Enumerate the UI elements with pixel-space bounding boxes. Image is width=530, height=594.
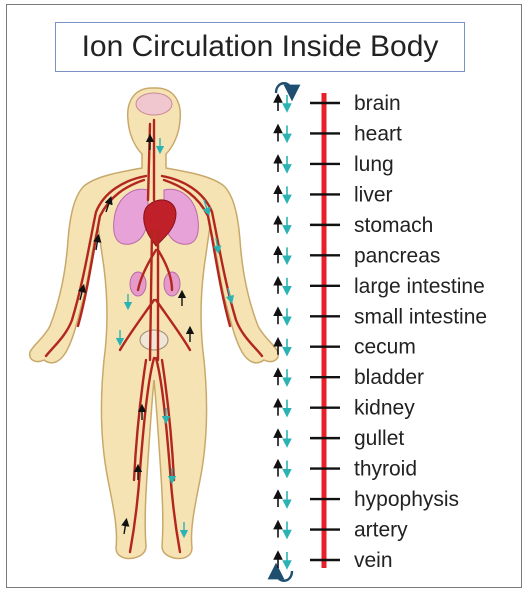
organ-label: bladder — [354, 366, 424, 389]
organ-label: large intestine — [354, 275, 485, 298]
organ-label: thyroid — [354, 458, 417, 481]
organ-rows: brain heart lung liver stomach pancreas large … — [278, 92, 487, 572]
bladder-shape — [140, 330, 168, 350]
organ-label: kidney — [354, 397, 415, 420]
organ-label: brain — [354, 92, 401, 115]
organ-label: heart — [354, 122, 402, 145]
organ-label: artery — [354, 519, 408, 542]
human-body-illustration — [30, 88, 279, 559]
organ-label: gullet — [354, 427, 404, 450]
bottom-loop-arrow-icon — [276, 571, 292, 581]
organ-label: stomach — [354, 214, 433, 237]
brain-shape — [136, 93, 172, 115]
organ-label: vein — [354, 549, 393, 572]
organ-label: pancreas — [354, 244, 440, 267]
organ-label: liver — [354, 183, 393, 206]
organ-label: lung — [354, 153, 394, 176]
organ-label: hypophysis — [354, 488, 459, 511]
organ-label: cecum — [354, 336, 416, 359]
top-loop-arrow-icon — [276, 83, 292, 93]
organ-label: small intestine — [354, 305, 487, 328]
